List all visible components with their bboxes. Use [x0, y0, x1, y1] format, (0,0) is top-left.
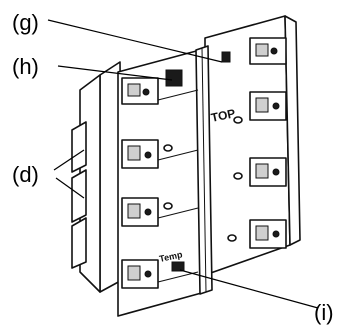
right-module-3: [233, 157, 287, 187]
right-modules: [221, 37, 287, 249]
left-module-2: [121, 139, 199, 169]
right-module-1: [221, 37, 287, 65]
callout-g: (g): [12, 10, 39, 35]
leader-lines: [47, 19, 319, 309]
right-module-4: [227, 219, 287, 249]
right-panel: [204, 15, 301, 276]
top-marking: TOP: [210, 106, 237, 125]
left-module-3: [121, 197, 199, 227]
leader-h: [57, 65, 173, 81]
center-rail: [195, 45, 213, 295]
callout-d: (d): [12, 162, 39, 187]
leader-d-1: [53, 149, 85, 171]
left-module-1: [121, 69, 199, 105]
left-module-4: [121, 259, 199, 289]
callout-h: (h): [12, 54, 39, 79]
left-housing: [71, 61, 123, 293]
left-modules: [121, 69, 199, 289]
right-module-2: [233, 91, 287, 124]
leader-d-2: [55, 177, 85, 199]
callout-i: (i): [314, 300, 334, 325]
temp-marking: Temp: [158, 249, 183, 264]
leader-g: [47, 19, 223, 63]
leader-i: [179, 269, 319, 309]
